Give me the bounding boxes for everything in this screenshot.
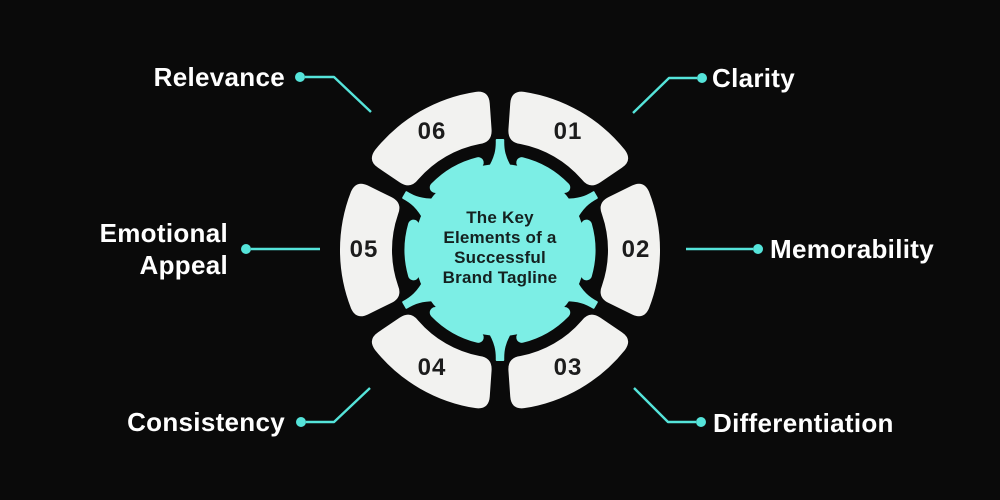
connector-line-clarity (632, 76, 697, 114)
center-petal (429, 307, 484, 343)
connector-dot-differentiation (696, 417, 706, 427)
connector-dot-consistency (296, 417, 306, 427)
center-petal (581, 219, 596, 281)
ring-segment-03 (508, 314, 629, 409)
center-spike (486, 328, 514, 361)
label-clarity: Clarity (712, 63, 796, 93)
ring-segment-02 (600, 183, 661, 317)
label-relevance: Relevance (153, 62, 285, 92)
connector-line-relevance (305, 75, 372, 113)
connector-dot-clarity (697, 73, 707, 83)
ring-segment-05 (339, 183, 400, 317)
center-title: The Key Elements of a Successful Brand T… (442, 208, 558, 287)
connector-dot-memorability (753, 244, 763, 254)
segment-number-06: 06 (417, 118, 447, 145)
center-spike (486, 139, 514, 172)
center-spike (402, 277, 439, 309)
label-consistency: Consistency (127, 407, 285, 437)
connector-line-consistency (306, 387, 371, 424)
connector-dot-emotional-appeal (241, 244, 251, 254)
label-memorability: Memorability (770, 234, 934, 264)
label-emotional-appeal: Emotional Appeal (99, 218, 228, 280)
center-petal (429, 157, 484, 193)
segment-number-03: 03 (553, 354, 583, 381)
segment-number-01: 01 (553, 118, 583, 145)
center-circle (414, 164, 586, 336)
center-spike (561, 191, 598, 223)
center-spike (561, 277, 598, 309)
center-spike (402, 191, 439, 223)
ring-segment-06 (371, 91, 492, 186)
ring-segment-04 (371, 314, 492, 409)
center-petal (516, 307, 571, 343)
connector-line-differentiation (633, 387, 696, 424)
center-petal (404, 219, 419, 281)
segment-number-04: 04 (417, 354, 447, 381)
connector-dot-relevance (295, 72, 305, 82)
center-petal (516, 157, 571, 193)
label-differentiation: Differentiation (713, 408, 894, 438)
segment-number-05: 05 (349, 236, 379, 263)
segment-number-02: 02 (621, 236, 651, 263)
ring-segment-01 (508, 91, 629, 186)
